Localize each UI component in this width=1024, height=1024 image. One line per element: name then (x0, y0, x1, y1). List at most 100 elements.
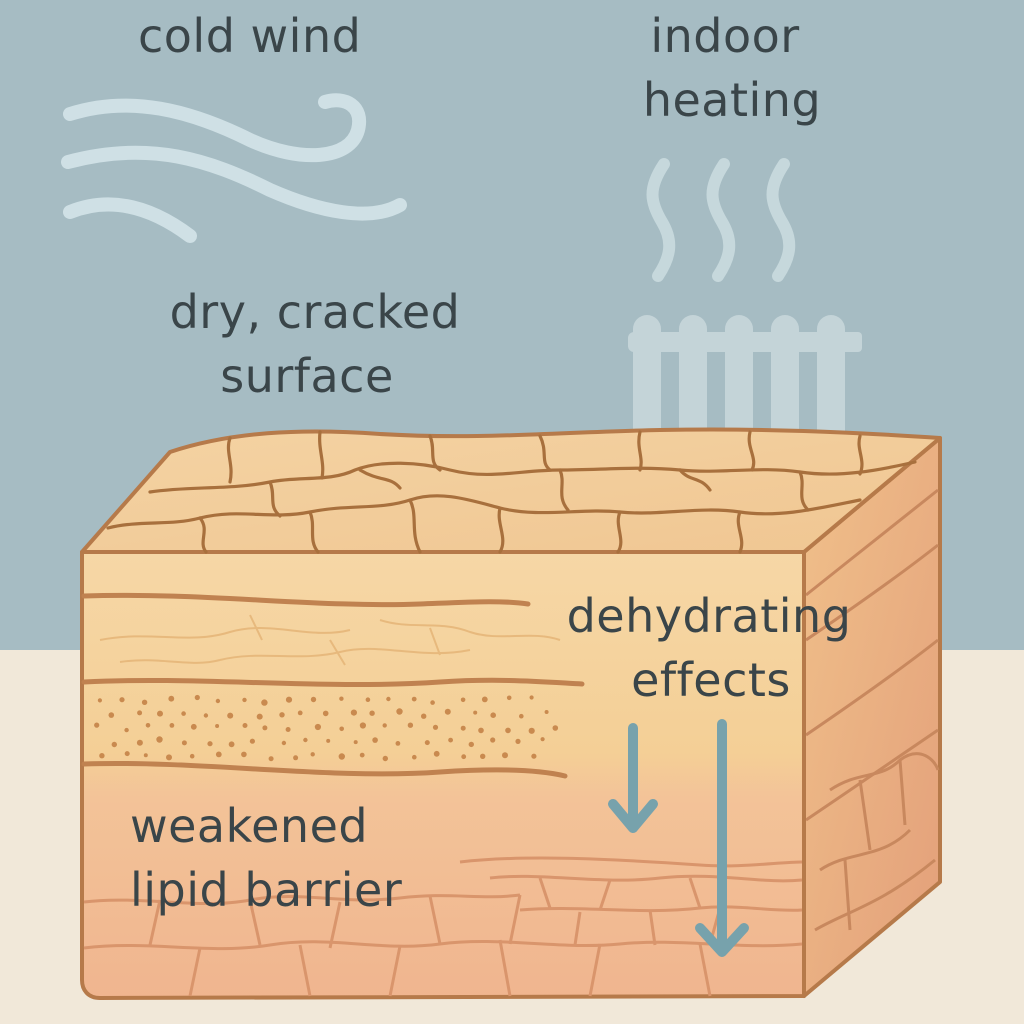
granule-dot (194, 694, 200, 701)
granule-dot (531, 753, 537, 759)
granule-dot (141, 699, 148, 705)
dry-cracked-line-2: surface (220, 349, 394, 403)
granule-dot (502, 752, 508, 759)
granule-dot (228, 741, 235, 748)
granule-dot (448, 737, 453, 743)
granule-dot (261, 699, 268, 706)
granule-dot (528, 727, 535, 734)
indoor-heating-line-1: indoor (650, 9, 800, 63)
granule-dot (326, 738, 331, 743)
granule-dot (519, 713, 524, 719)
granule-dot (529, 695, 534, 700)
granule-dot (203, 713, 209, 718)
indoor-heating-line-2: heating (642, 73, 822, 127)
granule-dot (515, 738, 521, 745)
dry-cracked-surface-label: dry, cracked surface (150, 280, 480, 408)
granule-dot (424, 740, 430, 746)
dehydrating-line-1: dehydrating (566, 589, 852, 643)
granule-dot (411, 696, 417, 702)
granule-dot (281, 740, 287, 746)
granule-dot (314, 723, 321, 731)
granule-dot (137, 710, 143, 716)
granule-dot (215, 698, 221, 704)
granule-dot (478, 727, 484, 734)
granule-dot (169, 723, 175, 728)
indoor-heating-label: indoor heating (632, 4, 832, 132)
granule-dot (108, 712, 115, 718)
deep-layer-cells (83, 856, 803, 997)
granule-dot (468, 741, 474, 748)
granule-dot (412, 754, 417, 760)
radiator-icon (628, 315, 862, 445)
granule-dot (544, 710, 549, 714)
granule-dot (490, 737, 496, 743)
granule-dot (242, 697, 247, 703)
granule-dot (262, 725, 268, 731)
granule-dot (156, 736, 163, 743)
granule-dot (190, 723, 197, 730)
granule-dot (99, 753, 105, 759)
granule-dot (285, 696, 293, 703)
granule-dot (143, 753, 148, 758)
granule-dot (268, 756, 274, 762)
dry-cracked-line-1: dry, cracked (169, 285, 461, 339)
granule-dot (407, 722, 414, 728)
granule-dot (369, 710, 375, 716)
granule-dot (279, 712, 285, 718)
granule-dot (396, 708, 403, 715)
down-arrow-icon (695, 719, 749, 957)
dehydrating-effects-label: dehydrating effects (546, 584, 872, 712)
granule-dot (444, 708, 451, 715)
granule-dot (480, 753, 486, 759)
granule-dot (215, 751, 222, 758)
granule-dot (505, 727, 511, 734)
granule-dot (145, 723, 151, 728)
granule-dot (166, 754, 172, 761)
granule-dot (382, 755, 388, 762)
granule-dot (97, 698, 102, 703)
granule-dot (552, 725, 559, 731)
cold-wind-label: cold wind (138, 4, 361, 68)
granule-dot (297, 710, 303, 716)
granule-dot (207, 741, 213, 747)
granule-dot (353, 740, 358, 745)
granule-dot (386, 696, 391, 702)
granule-dot (181, 711, 186, 716)
granule-dot (481, 696, 488, 703)
down-arrow-icon (608, 723, 658, 833)
granule-dot (461, 754, 467, 760)
granule-dot (181, 740, 187, 746)
granule-dot (157, 710, 163, 717)
skin-layer-boundaries (81, 592, 585, 779)
granule-dot (339, 696, 344, 701)
granule-dot (359, 752, 365, 758)
granule-dot (460, 725, 466, 731)
granule-dot (460, 697, 466, 703)
granule-dot (111, 741, 118, 748)
granule-dot (293, 755, 299, 761)
granule-dot (94, 722, 100, 728)
granule-dot (136, 739, 143, 746)
granule-dot (249, 738, 255, 744)
granule-dot (215, 724, 220, 728)
granule-dot (359, 722, 366, 729)
granule-dot (227, 712, 234, 719)
granule-dot (540, 737, 545, 742)
granule-dot (506, 695, 512, 701)
granule-dot (382, 723, 387, 728)
weakened-line-1: weakened (130, 799, 369, 853)
granule-dot (241, 751, 247, 758)
granule-dot (310, 696, 317, 703)
surface-cracks (106, 430, 917, 554)
granule-dot (338, 753, 345, 760)
side-face-lines (805, 488, 940, 932)
granule-dot (421, 713, 427, 719)
granule-dot (189, 753, 195, 759)
granule-dot (365, 697, 371, 702)
granular-layer-dots (94, 694, 559, 762)
granule-dot (473, 710, 478, 715)
granule-dot (350, 709, 357, 716)
granule-dot (432, 724, 439, 730)
